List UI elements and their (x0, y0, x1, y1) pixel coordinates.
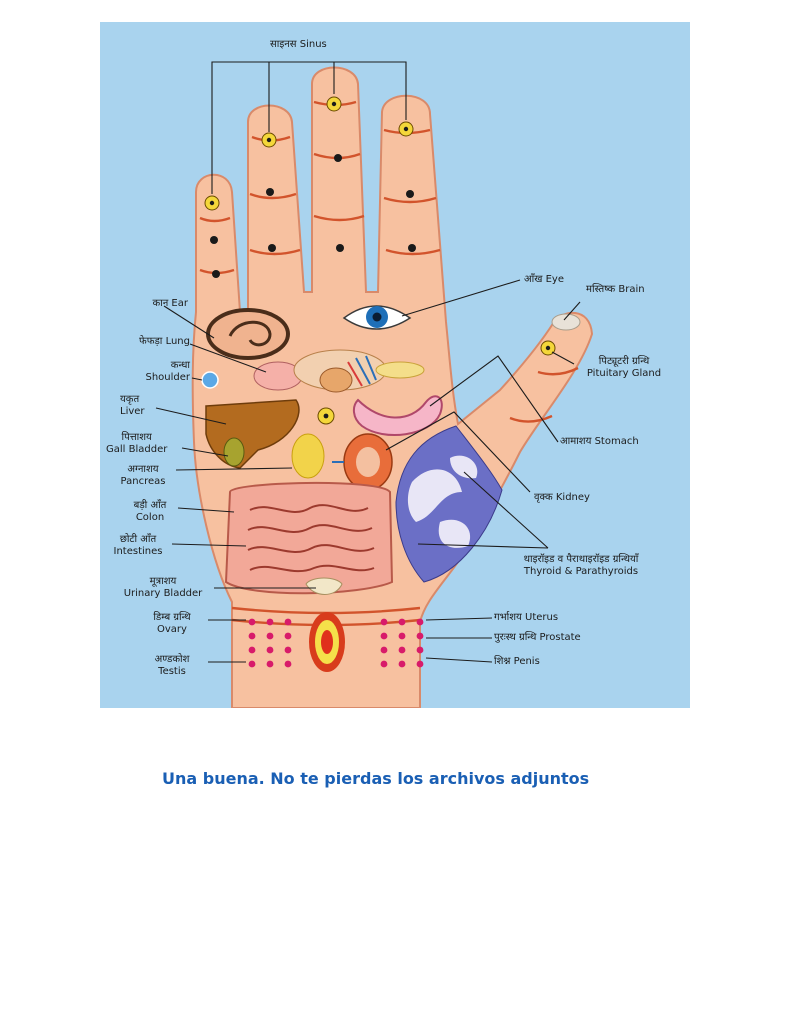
label-kidney: वृक्क Kidney (534, 492, 590, 503)
label-brain: मस्तिष्क Brain (586, 284, 645, 295)
caption-text: Una buena. No te pierdas los archivos ad… (162, 769, 590, 788)
label-uterus: गर्भाशय Uterus (494, 612, 559, 623)
label-sinus: साइनस Sinus (270, 39, 327, 50)
label-eye: आँख Eye (524, 274, 564, 285)
leader-lines (155, 61, 581, 663)
thyroid-organ (395, 425, 503, 583)
label-thyroid: थाइरॉइड व पैराथाइरॉइड ग्रन्थियाँThyroid … (523, 554, 639, 577)
pancreas-organ (291, 433, 325, 479)
label-lung: फेफड़ा Lung (139, 336, 190, 347)
stomach-organ (352, 395, 443, 437)
kidney-organ (332, 433, 393, 491)
brain-organ (551, 313, 581, 331)
ear-organ (206, 308, 290, 360)
eye-organ (342, 305, 412, 330)
hand (191, 66, 594, 708)
label-pituitary: पिट्यूटरी ग्रन्थिPituitary Gland (586, 356, 662, 379)
intestines-organ (224, 481, 394, 595)
label-prostate: पुरःस्थ ग्रन्थि Prostate (494, 632, 581, 643)
label-penis: शिश्न Penis (494, 656, 540, 667)
uterus-prostate-point (309, 612, 345, 672)
shoulder-organ (201, 371, 219, 389)
hand-diagram (155, 61, 594, 708)
label-ovary: डिम्ब ग्रन्थिOvary (153, 612, 191, 635)
urinary-bladder-organ (305, 577, 343, 595)
hand-reflexology-chart: साइनस Sinus कान Ear फेफड़ा Lung कन्धाSho… (100, 22, 690, 708)
lung-organ (253, 349, 425, 393)
gall-bladder-organ (223, 437, 245, 467)
label-stomach: आमाशय Stomach (560, 436, 639, 447)
finger-dots (210, 154, 416, 278)
ovary-testis-dots (248, 618, 424, 668)
label-shoulder: कन्धाShoulder (145, 360, 190, 383)
label-ear: कान Ear (152, 298, 188, 309)
sinus-point-centers (209, 101, 551, 419)
